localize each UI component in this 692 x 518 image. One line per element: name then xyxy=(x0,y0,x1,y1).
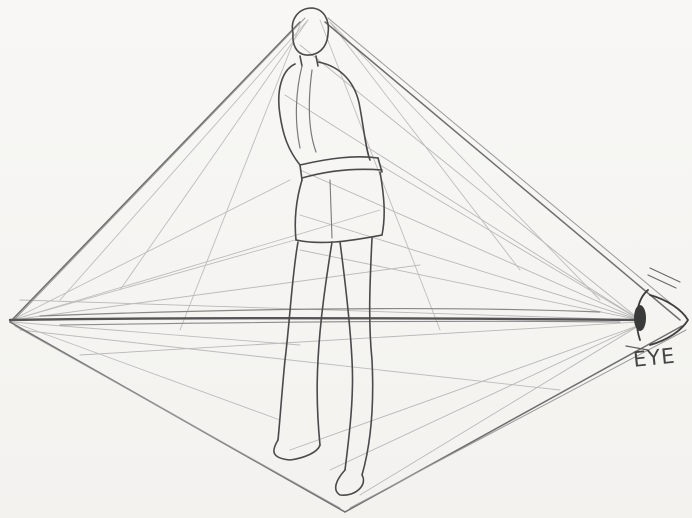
eye-icon xyxy=(626,268,688,350)
eye-outline xyxy=(650,295,688,345)
eye-pupil xyxy=(634,305,646,331)
ray-line xyxy=(330,325,640,470)
figure-torso-right xyxy=(318,62,370,160)
figure-belt xyxy=(300,157,378,165)
ray-line xyxy=(60,20,308,300)
construction-rays-left xyxy=(12,180,560,420)
ray-line xyxy=(80,322,640,355)
figure-arm xyxy=(296,66,302,148)
ray-line xyxy=(12,180,290,320)
ray-line xyxy=(300,170,640,320)
figure-torso-left xyxy=(279,64,300,165)
ray-line xyxy=(300,250,640,320)
ray-line xyxy=(300,45,640,320)
diamond-edge-upper-left-double xyxy=(14,18,305,320)
figure-leg-left xyxy=(278,242,298,440)
ray-line xyxy=(12,265,420,320)
diamond-edge-lower-left-double xyxy=(15,326,340,508)
ray-line xyxy=(285,95,640,320)
construction-rays-eye xyxy=(20,45,640,495)
figure-foot-left xyxy=(274,440,320,460)
sight-line xyxy=(10,318,640,320)
ray-line xyxy=(12,240,295,320)
ray-line xyxy=(12,322,280,420)
figure-shorts xyxy=(380,172,384,235)
figure-leg-right-outer xyxy=(362,238,373,475)
ray-line xyxy=(300,215,640,320)
ray-line xyxy=(380,165,640,320)
diamond-edge-upper-right-double xyxy=(328,18,686,316)
figure-shorts-seam xyxy=(330,180,332,238)
ray-line xyxy=(20,330,560,390)
figure-leg-left-inner xyxy=(317,242,332,445)
eye-lash xyxy=(648,268,680,288)
sight-line-stroke xyxy=(60,321,620,325)
eye-label: EYE xyxy=(632,344,677,372)
figure-leg-right xyxy=(340,242,353,470)
figure-belt xyxy=(302,169,382,178)
figure-shorts xyxy=(295,180,302,240)
figure-foot-right xyxy=(336,470,364,495)
ray-line xyxy=(120,20,308,290)
